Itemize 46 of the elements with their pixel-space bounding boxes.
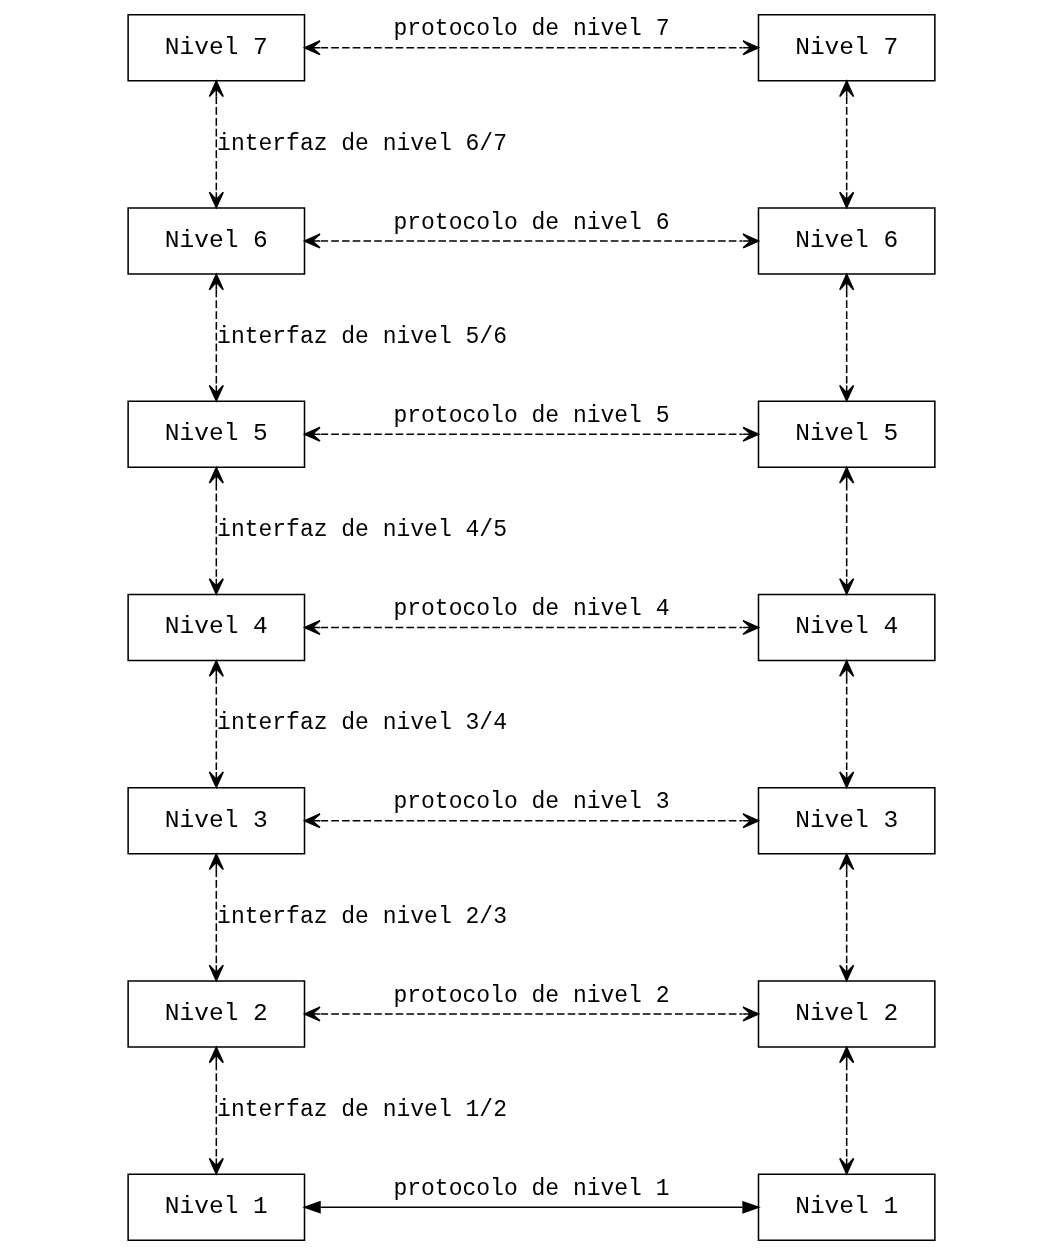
arrow [208, 853, 224, 982]
node-box: Nivel 6 [757, 207, 936, 275]
node-box: Nivel 2 [126, 980, 305, 1048]
arrow [838, 273, 854, 402]
node-box: Nivel 7 [126, 14, 305, 82]
arrow [208, 466, 224, 595]
arrow [208, 660, 224, 789]
edge-label: interfaz de nivel 1/2 [216, 1096, 507, 1123]
node-box: Nivel 3 [757, 787, 936, 855]
node-box: Nivel 1 [757, 1173, 936, 1241]
edge-label: protocolo de nivel 6 [392, 209, 670, 236]
edge-label: interfaz de nivel 2/3 [216, 903, 507, 930]
edge-label: interfaz de nivel 6/7 [216, 130, 507, 157]
arrow [301, 1200, 761, 1214]
edge-label: interfaz de nivel 3/4 [216, 710, 507, 737]
arrow [303, 619, 759, 636]
arrow [303, 1006, 759, 1022]
arrow [838, 466, 854, 595]
edge-label: interfaz de nivel 4/5 [216, 517, 507, 544]
arrow [838, 660, 854, 789]
node-box: Nivel 3 [126, 787, 305, 855]
node-box: Nivel 5 [126, 400, 305, 468]
edge-label: protocolo de nivel 3 [392, 789, 670, 816]
node-box: Nivel 7 [757, 14, 936, 82]
edge-label: interfaz de nivel 5/6 [216, 324, 507, 350]
arrow [208, 273, 224, 402]
edge-label: protocolo de nivel 7 [392, 16, 670, 43]
node-box: Nivel 2 [757, 980, 936, 1048]
edge-label: protocolo de nivel 4 [392, 596, 670, 623]
arrow [303, 426, 759, 442]
node-box: Nivel 5 [757, 400, 936, 468]
edge-label: protocolo de nivel 1 [392, 1175, 670, 1202]
arrow [303, 40, 759, 56]
edge-label: protocolo de nivel 5 [392, 402, 670, 429]
arrow [838, 853, 854, 982]
node-box: Nivel 6 [126, 207, 305, 275]
node-box: Nivel 4 [126, 593, 305, 662]
node-box: Nivel 4 [757, 593, 936, 662]
node-box: Nivel 1 [126, 1173, 305, 1241]
arrow [303, 233, 759, 249]
edge-label: protocolo de nivel 2 [392, 982, 670, 1009]
arrow [303, 813, 759, 829]
arrow [208, 1046, 224, 1175]
arrow [838, 1046, 854, 1175]
arrow [838, 80, 854, 209]
arrow [208, 80, 224, 209]
